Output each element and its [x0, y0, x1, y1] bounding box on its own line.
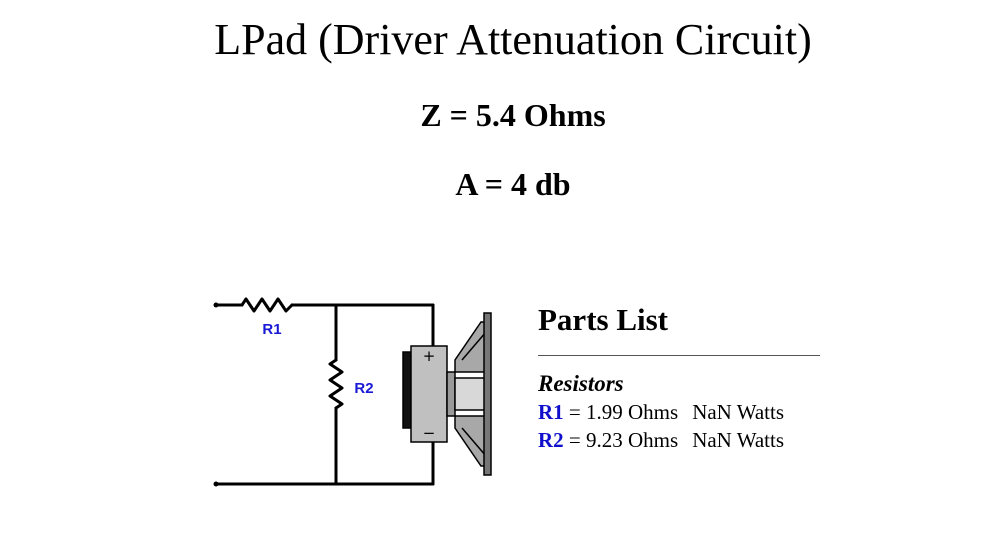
parts-list-heading: Parts List [538, 302, 669, 337]
speaker-body [410, 345, 448, 443]
speaker-cone-edge-lower [461, 427, 487, 457]
speaker-voice-coil [446, 371, 456, 417]
speaker-cone-edge-upper [461, 331, 487, 361]
part-watts: NaN Watts [692, 428, 785, 452]
resistors-heading: Resistors [538, 371, 624, 396]
input-terminal-bottom [213, 481, 219, 487]
part-watts: NaN Watts [692, 400, 785, 424]
parts-list-divider [538, 355, 820, 356]
speaker-cone-center [454, 377, 487, 411]
r2-label: R2 [354, 380, 373, 397]
speaker-negative-terminal: − [423, 424, 436, 442]
r1-label: R1 [262, 321, 281, 338]
speaker-cone-lower [454, 415, 487, 467]
input-terminal-top [213, 302, 219, 308]
impedance-value: Z = 5.4 Ohms [420, 97, 606, 133]
speaker-front-plate [483, 312, 492, 476]
parts-list-item-r1: R1 = 1.99 Ohms NaN Watts [538, 398, 828, 426]
part-name: R2 [538, 428, 564, 452]
attenuation-value: A = 4 db [455, 166, 571, 202]
speaker-magnet [402, 351, 412, 429]
part-value: = 9.23 Ohms [563, 428, 679, 452]
wires [214, 297, 435, 486]
part-value: = 1.99 Ohms [563, 400, 679, 424]
r1-resistor [240, 297, 294, 313]
parts-list-item-r2: R2 = 9.23 Ohms NaN Watts [538, 426, 828, 454]
r2-resistor [328, 358, 344, 410]
part-name: R1 [538, 400, 564, 424]
lpad-circuit-diagram: R1 R2 + − [213, 297, 492, 487]
speaker-cone-upper [454, 321, 487, 373]
speaker-icon [402, 312, 492, 476]
page-title: LPad (Driver Attenuation Circuit) [214, 15, 812, 64]
speaker-positive-terminal: + [423, 347, 436, 365]
